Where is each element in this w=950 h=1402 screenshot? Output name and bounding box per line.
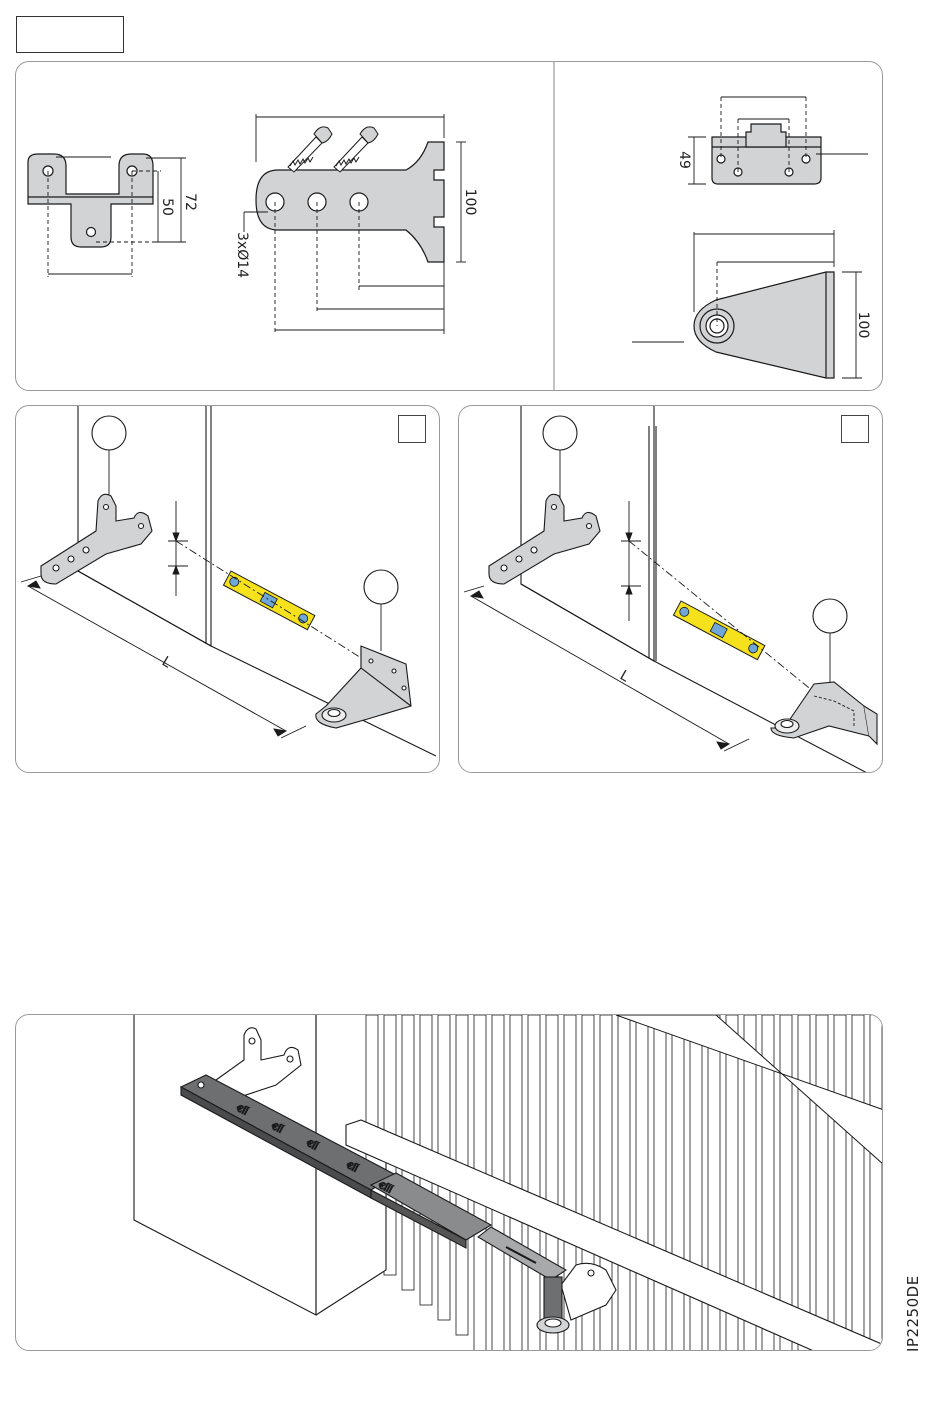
install-drawing-right: L — [459, 406, 883, 773]
step-marker-box-right — [841, 415, 869, 443]
callout-circle-3 — [543, 416, 577, 450]
dim-49: 49 — [676, 151, 692, 169]
callout-circle-4 — [813, 599, 847, 633]
spirit-level-left — [223, 571, 314, 630]
bracket-front-view — [28, 154, 153, 247]
dim-50: 50 — [159, 198, 175, 216]
pivot-plate-bottom-right — [694, 272, 834, 378]
callout-circle-1 — [92, 416, 126, 450]
length-label-left: L — [159, 654, 174, 672]
top-dimension-panel: 50 72 — [15, 61, 883, 391]
pivot-plate-mounted-left — [316, 646, 411, 728]
header-label-box — [16, 16, 124, 53]
pivot-plate-mounted-right — [771, 682, 877, 744]
motor-assembly-panel: €ÍÍ €ÍÍ €ÍÍ €ÍÍ €ÍÍÍ — [15, 1014, 883, 1351]
spirit-level-right — [673, 601, 764, 660]
saw-icon-right — [334, 127, 378, 172]
install-panel-left: L — [15, 405, 440, 773]
dim-72: 72 — [182, 193, 198, 211]
dim-100-center: 100 — [462, 189, 478, 216]
length-label-right: L — [617, 668, 632, 686]
saw-icon-left — [288, 127, 332, 172]
install-drawing-left: L — [16, 406, 440, 773]
install-panel-right: L — [458, 405, 883, 773]
dim-hole-spec: 3xØ14 — [234, 232, 250, 278]
document-code: IP2250DE — [904, 1275, 922, 1352]
top-dimension-drawing: 50 72 — [16, 62, 883, 391]
plate-top-right — [712, 124, 821, 184]
callout-circle-2 — [364, 570, 398, 604]
dim-100-right: 100 — [855, 312, 871, 339]
step-marker-box-left — [398, 415, 426, 443]
motor-assembly-drawing: €ÍÍ €ÍÍ €ÍÍ €ÍÍ €ÍÍÍ — [16, 1015, 883, 1351]
